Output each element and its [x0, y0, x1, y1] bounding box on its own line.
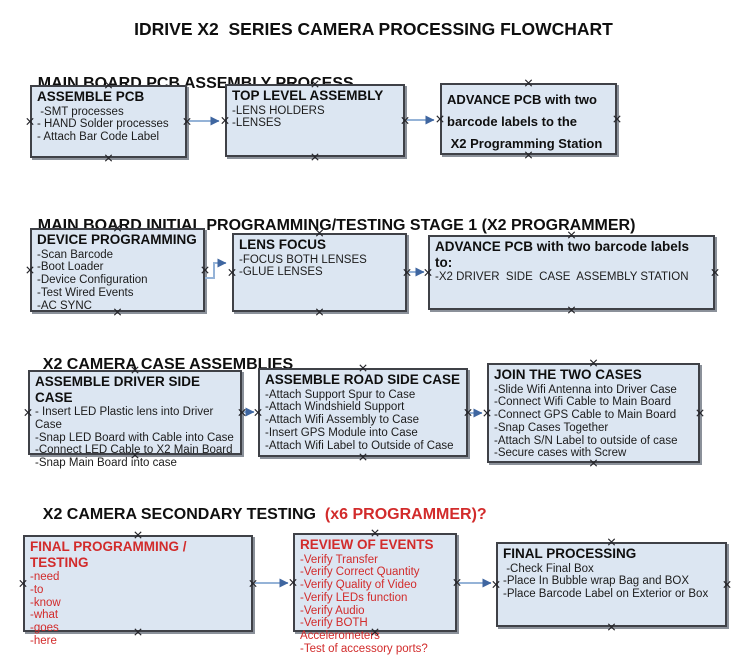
box-item: -Test of accessory ports? [300, 643, 428, 656]
box-item: -to [30, 583, 44, 596]
flow-box-advance-pcb-driver-side: ADVANCE PCB with two barcode labels to: … [428, 235, 715, 310]
box-item: -Device Configuration [37, 274, 148, 287]
box-item: -Insert GPS Module into Case [265, 426, 418, 439]
box-title: TOP LEVEL ASSEMBLY [232, 88, 384, 103]
box-items: -Slide Wifi Antenna into Driver Case-Con… [494, 384, 693, 461]
box-item: -AC SYNC [37, 299, 92, 312]
box-title: ASSEMBLE ROAD SIDE CASE [265, 372, 461, 387]
box-items: -need-to-know-what-goes-here [30, 571, 246, 648]
box-title: ADVANCE PCB with two barcode labels to: [435, 239, 693, 270]
box-title: LENS FOCUS [239, 237, 327, 252]
box-item: -Verify Quality of Video [300, 579, 417, 592]
arrow-device-programming-to-lens-focus [205, 258, 227, 279]
box-title: ADVANCE PCB with two barcode labels to t… [447, 92, 603, 151]
flow-box-assemble-pcb: ASSEMBLE PCB -SMT processes- HAND Solder… [30, 85, 187, 158]
flow-box-assemble-road-side-case: ASSEMBLE ROAD SIDE CASE -Attach Support … [258, 368, 468, 457]
flow-box-final-programming-testing: FINAL PROGRAMMING / TESTING -need-to-kno… [23, 535, 253, 647]
box-item: - HAND Solder processes [37, 118, 169, 131]
box-item: -Place Barcode Label on Exterior or Box [503, 588, 709, 601]
box-item: -LENS HOLDERS [232, 104, 325, 117]
flow-box-final-processing: FINAL PROCESSING -Check Final Box-Place … [496, 542, 727, 627]
box-items: -Attach Support Spur to Case-Attach Wind… [265, 389, 461, 453]
box-item: -Secure cases with Screw [494, 447, 627, 460]
flow-box-lens-focus: LENS FOCUS -FOCUS BOTH LENSES-GLUE LENSE… [232, 233, 407, 312]
flow-box-review-of-events: REVIEW OF EVENTS -Verify Transfer-Verify… [293, 533, 457, 655]
box-item: -goes [30, 622, 59, 635]
box-item: -Verify Transfer [300, 553, 378, 566]
box-item: -Test Wired Events [37, 286, 134, 299]
box-items: -SMT processes- HAND Solder processes- A… [37, 106, 180, 144]
box-item: - Insert LED Plastic lens into Driver Ca… [35, 406, 217, 431]
box-item: -here [30, 634, 57, 647]
chart-title: IDRIVE X2 SERIES CAMERA PROCESSING FLOWC… [134, 19, 613, 39]
flow-box-assemble-driver-side-case: ASSEMBLE DRIVER SIDE CASE - Insert LED P… [28, 370, 242, 469]
box-item: -Attach Windshield Support [265, 401, 405, 414]
box-item: -Check Final Box [503, 562, 594, 575]
box-items: -FOCUS BOTH LENSES-GLUE LENSES [239, 254, 400, 280]
box-item: - Attach Bar Code Label [37, 131, 160, 144]
box-item: -Connect Wifi Cable to Main Board [494, 396, 672, 409]
box-item: -LENSES [232, 117, 282, 130]
box-item: -need [30, 571, 60, 583]
box-items: -X2 DRIVER SIDE CASE ASSEMBLY STATION [435, 271, 708, 284]
box-item: -Connect LED Cable to X2 Main Board [35, 444, 233, 457]
box-item: -Boot Loader [37, 261, 104, 274]
box-items: -Scan Barcode-Boot Loader-Device Configu… [37, 249, 198, 313]
box-title: FINAL PROGRAMMING / TESTING [30, 539, 191, 570]
box-title: JOIN THE TWO CASES [494, 367, 642, 382]
box-item: -Attach Wifi Label to Outside of Case [265, 439, 454, 452]
box-items: -Check Final Box-Place In Bubble wrap Ba… [503, 563, 720, 601]
box-item: -Snap LED Board with Cable into Case [35, 431, 234, 444]
box-item: -Connect GPS Cable to Main Board [494, 409, 677, 422]
box-item: -Place In Bubble wrap Bag and BOX [503, 575, 690, 588]
flow-box-top-level-assembly: TOP LEVEL ASSEMBLY -LENS HOLDERS-LENSES [225, 84, 405, 157]
box-item: -Attach Wifi Assembly to Case [265, 414, 420, 427]
section-heading-secondary-testing: X2 CAMERA SECONDARY TESTING (x6 PROGRAMM… [25, 488, 487, 542]
box-title: ASSEMBLE DRIVER SIDE CASE [35, 374, 204, 405]
flow-box-advance-pcb-programming-station: ADVANCE PCB with two barcode labels to t… [440, 83, 617, 155]
box-item: -Snap Cases Together [494, 421, 609, 434]
box-item: -Verify Audio [300, 604, 365, 617]
box-item: -Attach S/N Label to outside of case [494, 434, 678, 447]
box-title: REVIEW OF EVENTS [300, 537, 434, 552]
heading-red-text: (x6 PROGRAMMER)? [324, 506, 487, 523]
box-item: -Scan Barcode [37, 248, 114, 261]
box-item: -SMT processes [37, 105, 124, 118]
box-item: -know [30, 596, 61, 609]
box-title: DEVICE PROGRAMMING [37, 232, 197, 247]
box-title: FINAL PROCESSING [503, 546, 637, 561]
flow-box-join-two-cases: JOIN THE TWO CASES -Slide Wifi Antenna i… [487, 363, 700, 463]
box-item: -Snap Main Board into case [35, 457, 177, 470]
box-items: -Verify Transfer-Verify Correct Quantity… [300, 554, 450, 656]
box-item: -Attach Support Spur to Case [265, 388, 416, 401]
box-item: -Verify BOTH Accelerometers [300, 617, 380, 643]
box-item: -FOCUS BOTH LENSES [239, 253, 367, 266]
box-item: -Slide Wifi Antenna into Driver Case [494, 383, 677, 396]
box-item: -GLUE LENSES [239, 266, 323, 279]
box-item: -Verify LEDs function [300, 591, 408, 604]
box-items: -LENS HOLDERS-LENSES [232, 105, 398, 131]
box-items: - Insert LED Plastic lens into Driver Ca… [35, 406, 235, 470]
box-title: ASSEMBLE PCB [37, 89, 145, 104]
heading-text: X2 CAMERA SECONDARY TESTING [42, 506, 325, 523]
box-item: -Verify Correct Quantity [300, 566, 420, 579]
box-item: -X2 DRIVER SIDE CASE ASSEMBLY STATION [435, 271, 689, 283]
flow-box-device-programming: DEVICE PROGRAMMING -Scan Barcode-Boot Lo… [30, 228, 205, 312]
box-item: -what [30, 609, 59, 622]
